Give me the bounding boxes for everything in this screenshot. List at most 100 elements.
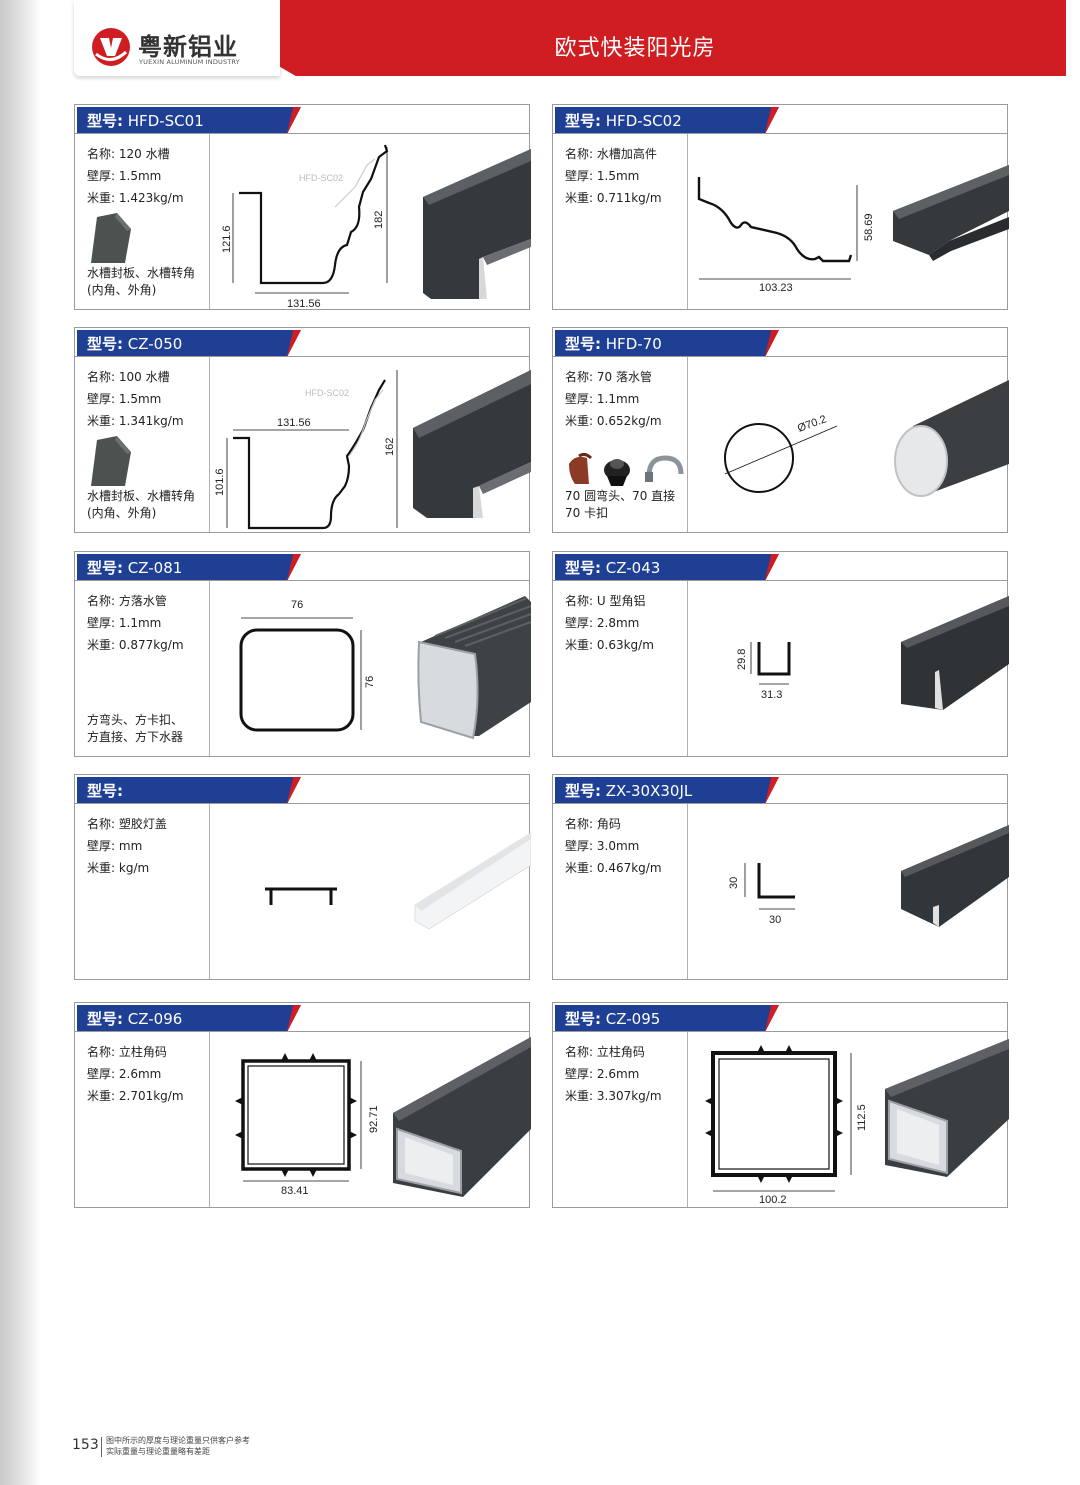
spec-list: 名称: 立柱角码 壁厚: 2.6mm 米重: 3.307kg/m bbox=[565, 1045, 662, 1103]
card-header bbox=[75, 105, 529, 134]
card-title-bar bbox=[555, 554, 779, 580]
model-code: CZ-043 bbox=[605, 559, 661, 577]
unit-weight: 0.711kg/m bbox=[596, 191, 662, 205]
product-name: 水槽加高件 bbox=[596, 147, 657, 161]
gutter-endcap-image bbox=[91, 213, 131, 263]
accessory-list: 方弯头、方卡扣、方直接、方下水器 bbox=[87, 713, 184, 744]
dim-total: 182 bbox=[373, 211, 385, 229]
profile-drawing-hfd-70: Ø70.2 bbox=[724, 413, 838, 493]
profile-render-cz-050 bbox=[413, 370, 531, 518]
spec-list: 名称: 立柱角码 壁厚: 2.6mm 米重: 2.701kg/m bbox=[87, 1045, 184, 1103]
product-card-cz-050: 型号: CZ-050 名称: 100 水槽 壁厚: 1.5mm 米重: 1.34… bbox=[74, 327, 531, 533]
card-title-bar bbox=[77, 330, 301, 356]
spec-list: 名称: 方落水管 壁厚: 1.1mm 米重: 0.877kg/m bbox=[87, 594, 184, 652]
card-title: 型号: CZ-043 bbox=[565, 559, 661, 577]
dim-height: 121.6 bbox=[221, 225, 233, 253]
product-name: 塑胶灯盖 bbox=[118, 817, 167, 831]
page-binding-shadow bbox=[0, 0, 40, 1485]
dim-width: 76 bbox=[291, 599, 303, 611]
product-name: 方落水管 bbox=[118, 594, 167, 608]
card-title: 型号: HFD-70 bbox=[565, 335, 662, 353]
product-name: 立柱角码 bbox=[596, 1045, 645, 1059]
profile-render-zx-30x30jl bbox=[901, 825, 1009, 927]
profile-drawing-cz-095: 100.2 112.5 bbox=[705, 1045, 868, 1206]
card-title-bar bbox=[555, 330, 779, 356]
wall-thickness: 2.8mm bbox=[596, 616, 640, 630]
unit-weight: kg/m bbox=[118, 861, 150, 875]
dim-height: 76 bbox=[364, 676, 375, 688]
card-title: 型号: CZ-096 bbox=[87, 1010, 183, 1028]
dim-height: 58.69 bbox=[863, 213, 875, 241]
model-code: CZ-096 bbox=[127, 1010, 183, 1028]
dim-width: 100.2 bbox=[759, 1194, 787, 1206]
spec-list: 名称: 100 水槽 壁厚: 1.5mm 米重: 1.341kg/m bbox=[87, 370, 184, 428]
header-banner bbox=[280, 0, 1066, 76]
page-title: 欧式快装阳光房 bbox=[554, 36, 716, 61]
model-code: HFD-70 bbox=[605, 335, 662, 353]
dim-total: 162 bbox=[384, 438, 396, 456]
model-code: ZX-30X30JL bbox=[605, 782, 693, 800]
dim-height: 92.71 bbox=[368, 1105, 380, 1133]
wall-thickness: mm bbox=[118, 839, 143, 853]
product-card-cz-095: 型号: CZ-095 名称: 立柱角码 壁厚: 2.6mm 米重: 3.307k… bbox=[552, 1002, 1009, 1208]
product-card-lamp-cover: 型号: 名称: 塑胶灯盖 壁厚: mm 米重: kg/m bbox=[74, 774, 531, 980]
wall-thickness: 1.1mm bbox=[118, 616, 162, 630]
card-title: 型号: CZ-081 bbox=[87, 559, 183, 577]
spec-list: 名称: 塑胶灯盖 壁厚: mm 米重: kg/m bbox=[87, 817, 167, 875]
unit-weight: 1.423kg/m bbox=[118, 191, 184, 205]
card-title-bar bbox=[555, 107, 779, 133]
accessory-list: 水槽封板、水槽转角(内角、外角) bbox=[87, 489, 196, 520]
product-card-cz-081: 型号: CZ-081 名称: 方落水管 壁厚: 1.1mm 米重: 0.877k… bbox=[74, 551, 531, 757]
product-card-hfd-sc02: 型号: HFD-SC02 名称: 水槽加高件 壁厚: 1.5mm 米重: 0.7… bbox=[552, 104, 1009, 310]
product-name: 70 落水管 bbox=[596, 370, 652, 384]
profile-render-cz-081 bbox=[417, 596, 531, 740]
profile-render-cz-043 bbox=[901, 596, 1009, 710]
product-name: 立柱角码 bbox=[118, 1045, 167, 1059]
dim-width: 30 bbox=[769, 914, 781, 926]
card-title: 型号: ZX-30X30JL bbox=[565, 782, 693, 800]
dim-height: 112.5 bbox=[856, 1104, 868, 1131]
unit-weight: 2.701kg/m bbox=[118, 1089, 184, 1103]
wall-thickness: 3.0mm bbox=[596, 839, 640, 853]
product-name: U 型角铝 bbox=[596, 594, 646, 608]
wall-thickness: 1.5mm bbox=[596, 169, 640, 183]
dim-height: 29.8 bbox=[736, 649, 748, 670]
card-title-bar bbox=[77, 777, 301, 803]
card-title-bar bbox=[77, 107, 301, 133]
dim-width: 131.56 bbox=[277, 417, 311, 429]
profile-render-hfd-sc02 bbox=[893, 165, 1009, 261]
dim-width: 31.3 bbox=[761, 689, 782, 701]
model-code: HFD-SC01 bbox=[127, 112, 204, 130]
profile-drawing-hfd-sc01: HFD-SC02 121.6 131.56 182 bbox=[221, 144, 389, 309]
profile-render-cz-096 bbox=[393, 1037, 531, 1197]
downpipe-accessories-image bbox=[569, 452, 684, 486]
wall-thickness: 1.5mm bbox=[118, 392, 162, 406]
unit-weight: 0.877kg/m bbox=[118, 638, 184, 652]
card-title-bar bbox=[555, 1005, 779, 1031]
model-code: CZ-095 bbox=[605, 1010, 661, 1028]
profile-drawing-cz-043: 29.8 31.3 bbox=[736, 642, 791, 701]
unit-weight: 0.467kg/m bbox=[596, 861, 662, 875]
profile-render-hfd-70 bbox=[894, 380, 1009, 497]
model-code: CZ-050 bbox=[127, 335, 183, 353]
unit-weight: 3.307kg/m bbox=[596, 1089, 662, 1103]
brand-logo-icon bbox=[92, 28, 130, 66]
profile-drawing-zx-30x30jl: 30 30 bbox=[728, 863, 795, 926]
ghost-label: HFD-SC02 bbox=[305, 388, 349, 398]
profile-drawing-cz-081: 76 76 bbox=[239, 599, 375, 732]
product-card-cz-096: 型号: CZ-096 名称: 立柱角码 壁厚: 2.6mm 米重: 2.701k… bbox=[74, 1002, 531, 1208]
unit-weight: 0.63kg/m bbox=[596, 638, 654, 652]
product-name: 100 水槽 bbox=[118, 370, 170, 384]
dim-width: 131.56 bbox=[287, 298, 321, 309]
profile-drawing-hfd-sc02: 103.23 58.69 bbox=[697, 177, 875, 294]
profile-drawing-cz-050: HFD-SC02 101.6 131.56 162 bbox=[215, 370, 398, 530]
spec-list: 名称: U 型角铝 壁厚: 2.8mm 米重: 0.63kg/m bbox=[565, 594, 654, 652]
dim-width: 83.41 bbox=[281, 1185, 309, 1197]
wall-thickness: 2.6mm bbox=[118, 1067, 162, 1081]
card-title-bar bbox=[555, 777, 779, 803]
card-title: 型号: bbox=[87, 782, 123, 800]
product-name: 120 水槽 bbox=[118, 147, 170, 161]
brand-name: 粤新铝业 bbox=[138, 33, 238, 61]
wall-thickness: 1.5mm bbox=[118, 169, 162, 183]
